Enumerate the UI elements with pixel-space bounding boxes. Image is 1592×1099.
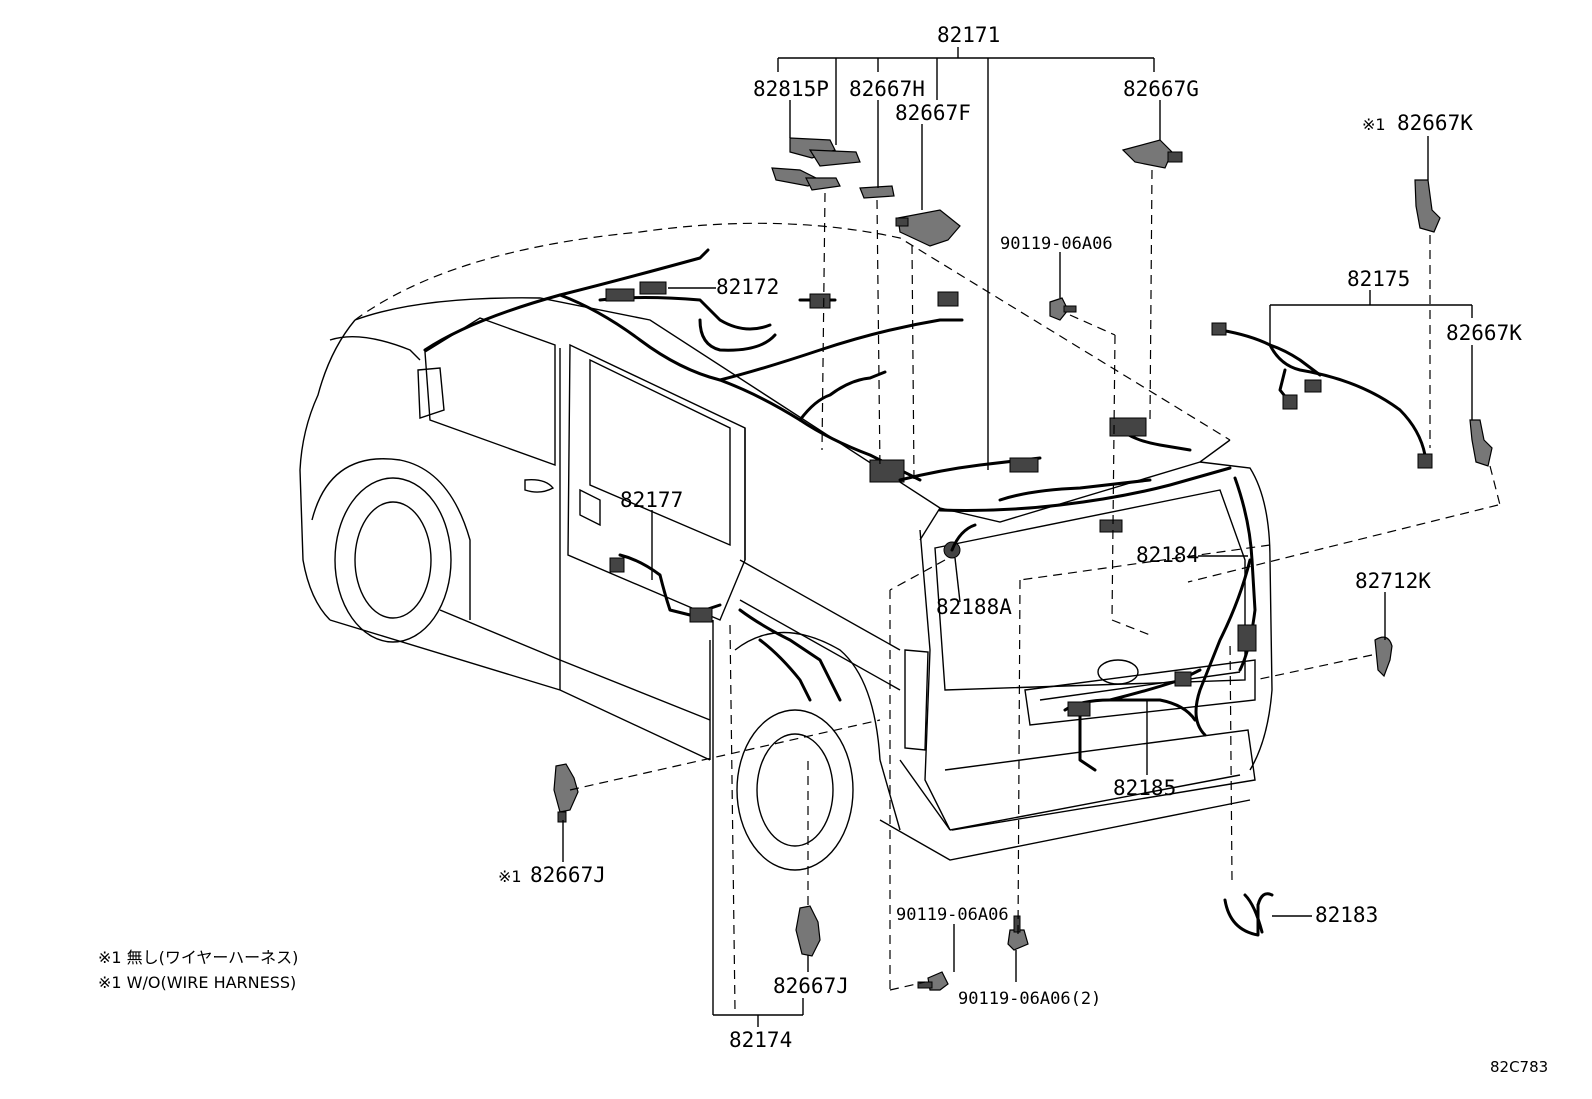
label-82667G: 82667G <box>1123 77 1199 101</box>
label-82667K-top-mark: ※1 <box>1362 115 1386 134</box>
label-82188A: 82188A <box>936 595 1012 619</box>
label-82667K-top: 82667K <box>1397 111 1473 135</box>
harness-82185 <box>1063 668 1202 772</box>
harness-82184 <box>1194 476 1257 737</box>
part-82175 <box>1211 322 1433 469</box>
label-82174: 82174 <box>729 1028 792 1052</box>
part-82667F <box>895 209 961 247</box>
label-82667J-bottom: 82667J <box>773 974 849 998</box>
label-90119-bottom2: 90119-06A06(2) <box>958 989 1101 1009</box>
part-82712K <box>1374 636 1393 678</box>
label-82667F: 82667F <box>895 101 971 125</box>
label-82172: 82172 <box>716 275 779 299</box>
label-82183: 82183 <box>1315 903 1378 927</box>
bolt-90119-bottom2 <box>1007 915 1029 951</box>
label-82815P: 82815P <box>753 77 829 101</box>
diagram-code: 82C783 <box>1490 1058 1548 1076</box>
harness-82171 <box>898 417 1232 533</box>
label-90119-bottom: 90119-06A06 <box>896 905 1009 925</box>
label-82667H: 82667H <box>849 77 925 101</box>
van-body <box>299 222 1273 871</box>
label-82177: 82177 <box>620 488 683 512</box>
label-82171: 82171 <box>937 23 1000 47</box>
label-82667J-left: 82667J <box>530 863 606 887</box>
harness-82188A <box>943 523 977 559</box>
bolt-90119-top <box>1049 297 1077 321</box>
part-82667J-bottom <box>795 905 821 957</box>
part-82815P <box>771 137 861 191</box>
part-82667H <box>859 185 895 199</box>
footnote-japanese: ※1 無し(ワイヤーハーネス) <box>98 948 298 967</box>
part-82667K-right <box>1469 419 1493 467</box>
bolt-90119-bottom <box>917 971 949 991</box>
part-82667K-top <box>1414 179 1441 233</box>
part-82183 <box>1223 892 1274 937</box>
part-labels: 82171 82815P 82667H 82667F 82667G ※1 826… <box>498 23 1522 1052</box>
label-82184: 82184 <box>1136 543 1199 567</box>
footnotes: ※1 無し(ワイヤーハーネス) ※1 W/O(WIRE HARNESS) <box>98 948 298 992</box>
label-82175: 82175 <box>1347 267 1410 291</box>
leader-lines <box>562 47 1473 1027</box>
label-90119-top: 90119-06A06 <box>1000 234 1113 254</box>
harness-82177 <box>609 553 842 702</box>
label-82667K-right: 82667K <box>1446 321 1522 345</box>
label-82185: 82185 <box>1113 776 1176 800</box>
footnote-english: ※1 W/O(WIRE HARNESS) <box>98 973 296 992</box>
harness-82172 <box>423 248 964 483</box>
label-82712K: 82712K <box>1355 569 1431 593</box>
part-82667J-left <box>553 763 579 823</box>
label-82667J-left-mark: ※1 <box>498 867 522 886</box>
locator-lines <box>569 169 1501 1011</box>
part-82667G <box>1121 139 1183 169</box>
